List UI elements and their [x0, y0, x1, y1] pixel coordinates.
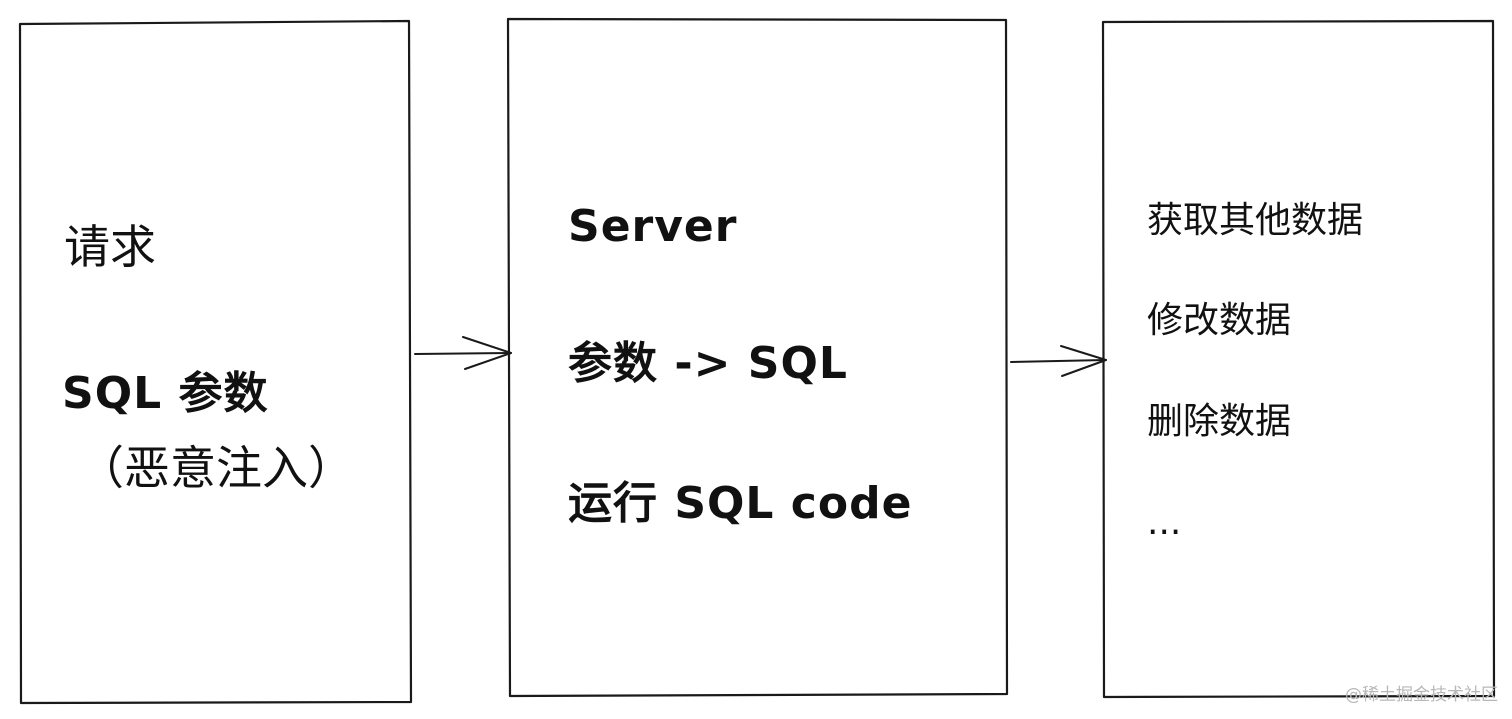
- arrow-server-to-results: [1010, 345, 1107, 377]
- result-ellipsis: ...: [1147, 502, 1182, 543]
- request-title: 请求: [64, 220, 156, 274]
- server-params-to-sql: 参数 -> SQL: [568, 338, 848, 389]
- result-delete-data: 删除数据: [1147, 401, 1292, 442]
- watermark: @稀土掘金技术社区: [1345, 685, 1498, 705]
- arrow-request-to-server: [414, 336, 512, 370]
- result-modify-data: 修改数据: [1147, 300, 1292, 341]
- request-box: [18, 19, 413, 705]
- results-box: [1101, 19, 1496, 699]
- server-box: [506, 17, 1009, 698]
- server-title: Server: [568, 201, 738, 252]
- request-sql-params: SQL 参数: [62, 368, 269, 419]
- result-fetch-other-data: 获取其他数据: [1147, 200, 1364, 241]
- request-malicious-injection: （恶意注入）: [78, 441, 354, 495]
- server-run-sql-code: 运行 SQL code: [568, 478, 913, 529]
